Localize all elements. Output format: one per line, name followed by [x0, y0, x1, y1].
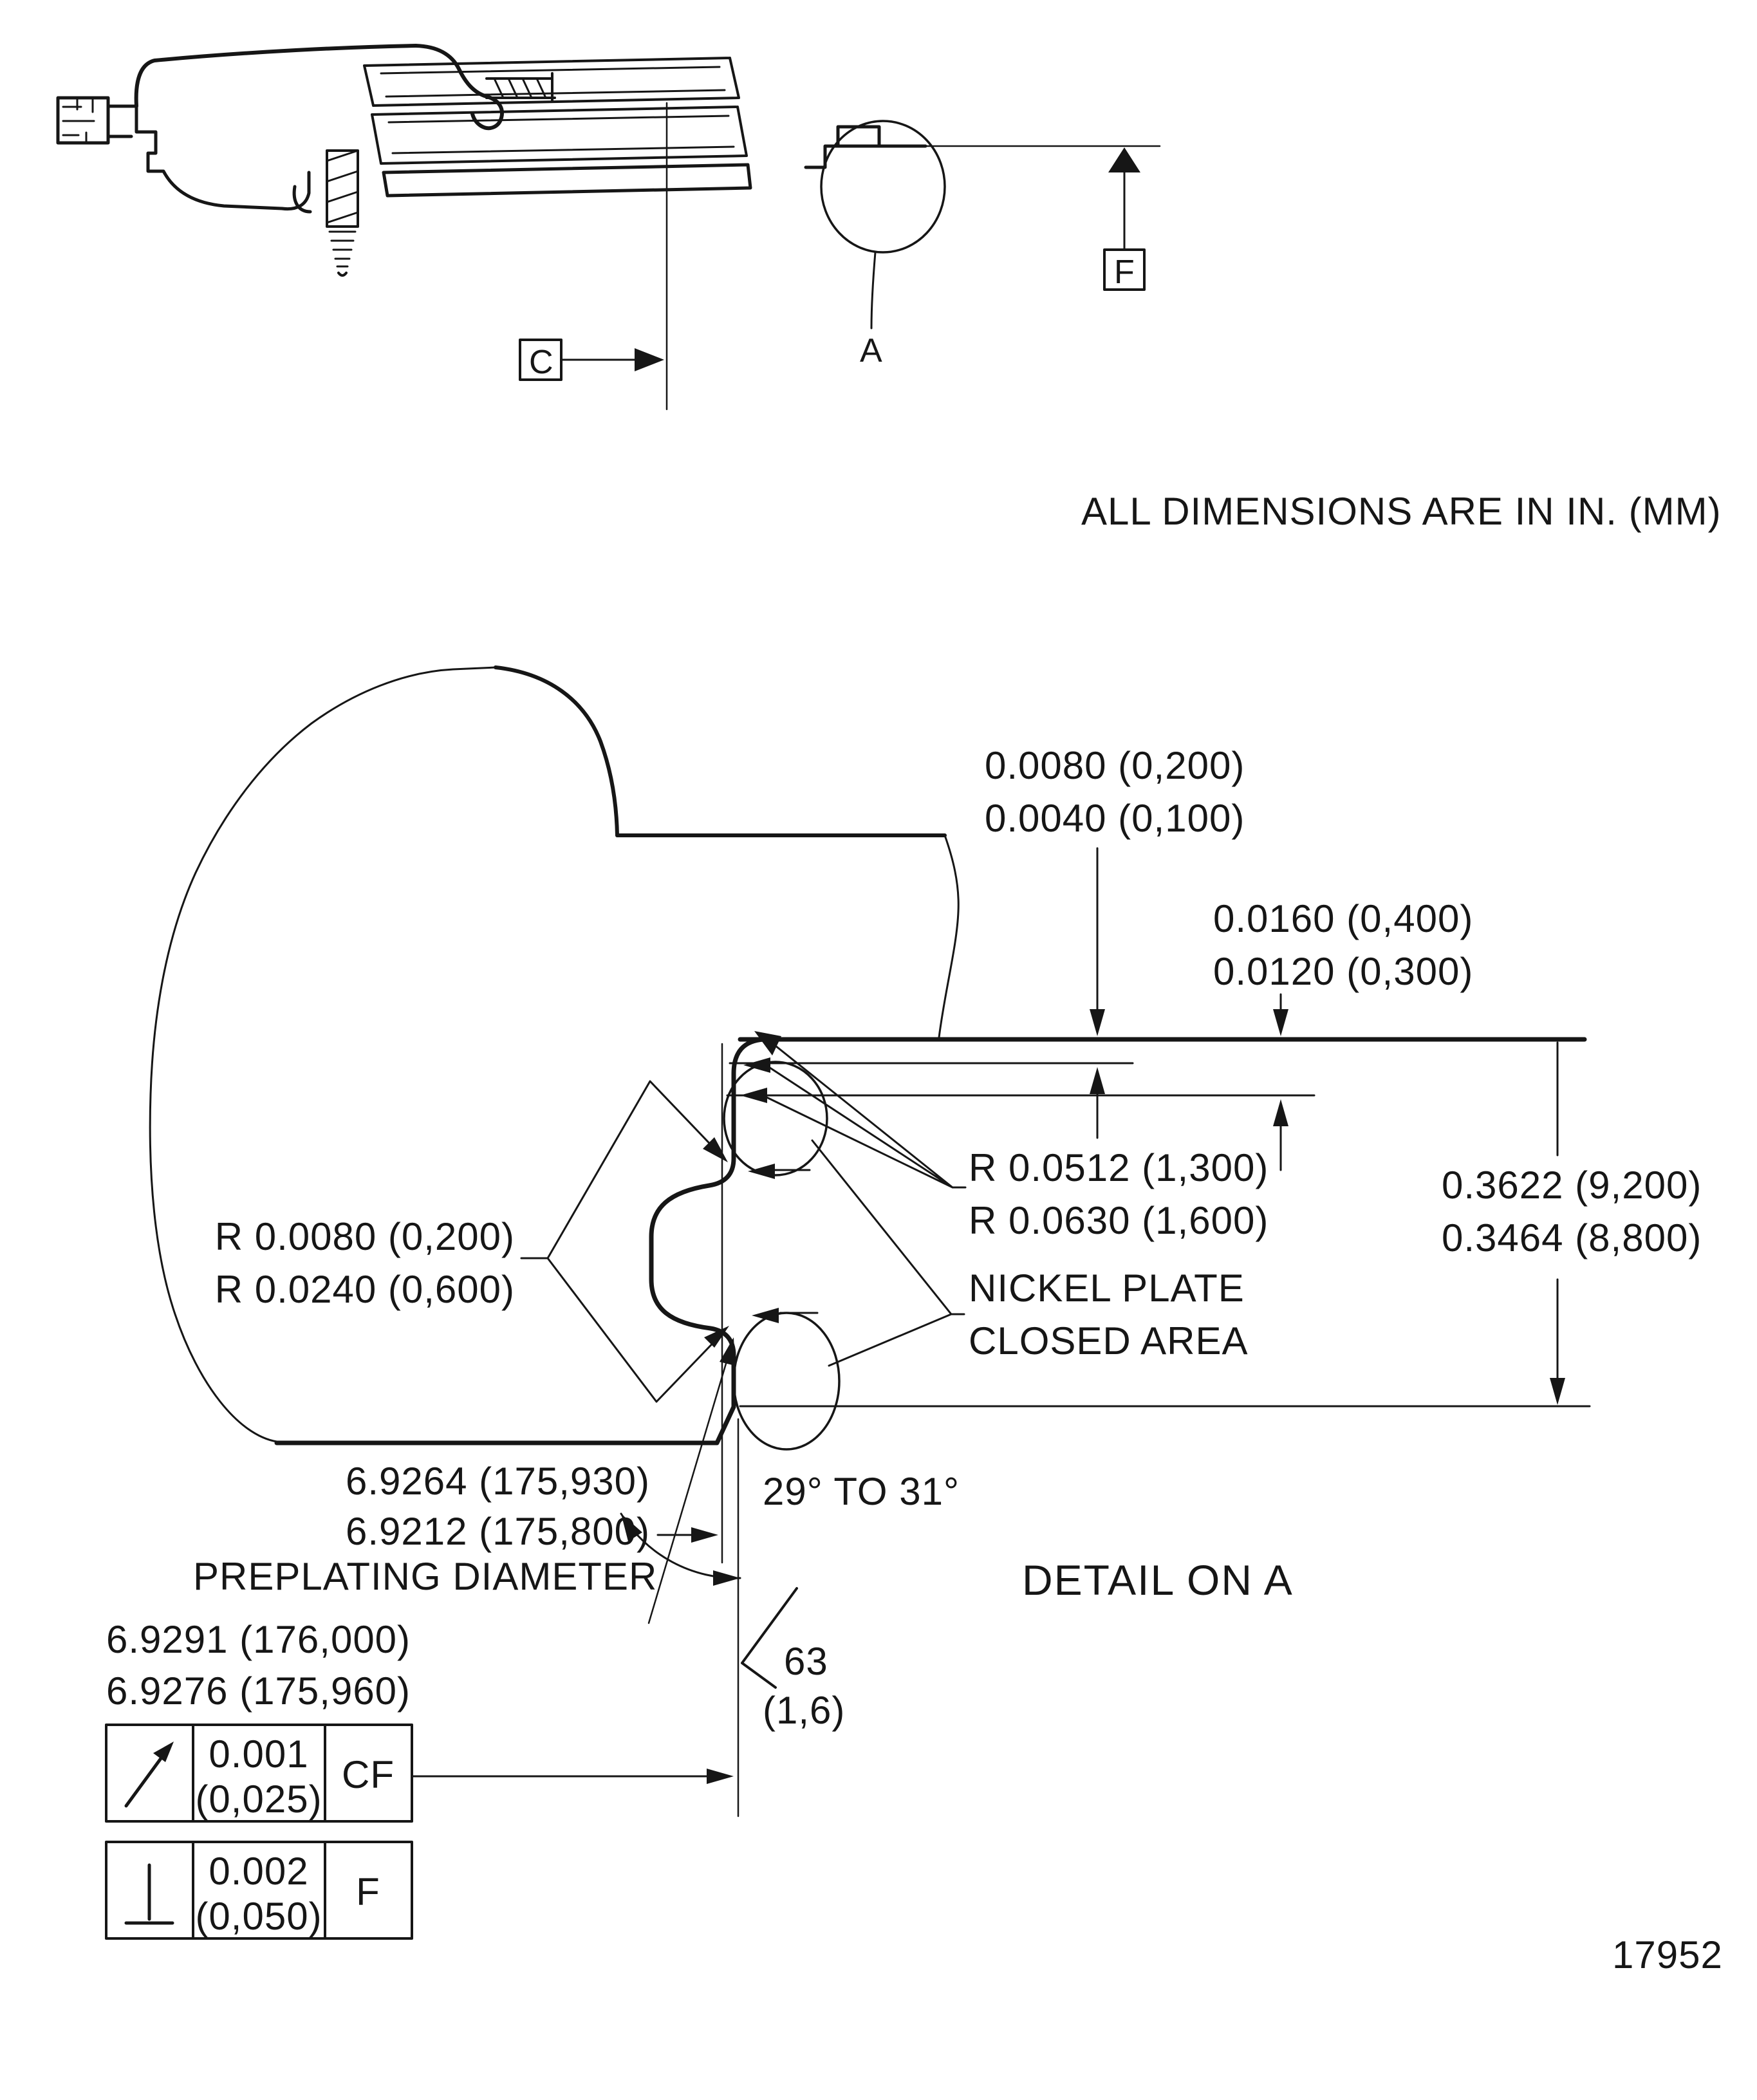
callout-groove-radius: R 0.0080 (0,200) R 0.0240 (0,600): [215, 1080, 819, 1403]
corner-radius-line1: R 0.0512 (1,300): [969, 1146, 1269, 1189]
corner-radius-line2: R 0.0630 (1,600): [969, 1199, 1269, 1242]
preplating-line1: 6.9264 (175,930): [346, 1460, 650, 1503]
runout-arrow-icon: [124, 1751, 167, 1808]
units-note: ALL DIMENSIONS ARE IN IN. (MM): [1081, 490, 1722, 533]
groove-depth-line1: 0.3622 (9,200): [1442, 1164, 1702, 1207]
groove-radius-line1: R 0.0080 (0,200): [215, 1215, 515, 1258]
callout-corner-radius: R 0.0512 (1,300) R 0.0630 (1,600): [740, 1031, 1269, 1242]
fcf-runout: 0.001 (0,025) CF: [105, 1724, 734, 1823]
fcf2-tolerance: 0.002: [209, 1850, 308, 1893]
fcf1-tolerance-mm: (0,025): [195, 1778, 322, 1821]
datum-f-triangle: [1108, 147, 1140, 172]
closed-area-circle-lower: [732, 1312, 841, 1451]
hatched-stud: [326, 149, 359, 277]
dim-plating-top: 0.0080 (0,200) 0.0040 (0,100): [985, 744, 1245, 1139]
nickel-note-line1: NICKEL PLATE: [969, 1267, 1245, 1310]
break-line-right: [938, 834, 960, 1039]
fcf1-tolerance: 0.001: [209, 1733, 308, 1776]
preplating-line2: 6.9212 (175,800): [346, 1510, 650, 1553]
rim-flange: [485, 72, 556, 103]
rim-channel: [363, 57, 752, 198]
dim-plating-face-line2: 0.0120 (0,300): [1213, 950, 1473, 993]
fcf2-tolerance-mm: (0,050): [195, 1895, 322, 1938]
surface-finish-value: 63: [784, 1640, 828, 1683]
profile-path: [274, 1037, 767, 1445]
dim-groove-depth: 0.3622 (9,200) 0.3464 (8,800): [1442, 1041, 1702, 1405]
figure-number: 17952: [1612, 1933, 1723, 1976]
top-section-view: C A F: [56, 44, 1161, 411]
fcf2-datum: F: [356, 1870, 380, 1913]
datum-c-arrowhead: [635, 348, 664, 371]
detail-title: DETAIL ON A: [1022, 1556, 1294, 1604]
datum-f-flag-box: [1103, 248, 1146, 291]
datum-f-label: F: [1114, 254, 1135, 291]
datum-f-callout: F: [924, 145, 1161, 291]
datum-c-label: C: [529, 344, 554, 381]
preplating-label: PREPLATING DIAMETER: [193, 1555, 657, 1598]
dim-plating-face-line1: 0.0160 (0,400): [1213, 897, 1473, 940]
dim-plating-top-line1: 0.0080 (0,200): [985, 744, 1245, 787]
cove-surface: [494, 665, 619, 837]
surface-finish-check-icon: [741, 1587, 798, 1689]
dim-plating-face: 0.0160 (0,400) 0.0120 (0,300): [1213, 897, 1473, 1171]
chamfer-angle-label: 29° TO 31°: [763, 1470, 960, 1513]
groove-depth-line2: 0.3464 (8,800): [1442, 1216, 1702, 1259]
fcf-perpendicularity: 0.002 (0,050) F: [105, 1841, 413, 1940]
finished-dia-line2: 6.9276 (175,960): [106, 1669, 411, 1713]
finished-dia-line1: 6.9291 (176,000): [106, 1618, 411, 1661]
datum-c-callout: C: [519, 102, 668, 411]
left-flange: [56, 96, 138, 145]
wheel-body-outline: [134, 44, 504, 214]
balloon-a-circle: [820, 120, 946, 254]
perpendicularity-icon: [124, 1863, 174, 1925]
dim-finished-diameter: 6.9291 (176,000) 6.9276 (175,960): [106, 1618, 411, 1713]
body-break-outline: [149, 666, 497, 1443]
detail-balloon-a: A: [804, 120, 946, 369]
detail-view: 0.0080 (0,200) 0.0040 (0,100) 0.0160 (0,…: [105, 665, 1702, 1940]
surface-finish-symbol: 63 (1,6): [741, 1587, 845, 1732]
dim-plating-top-line2: 0.0040 (0,100): [985, 797, 1245, 840]
fcf1-datum: CF: [342, 1753, 395, 1796]
dim-chamfer-angle: 29° TO 31°: [620, 1337, 960, 1624]
closed-area-circle-upper: [723, 1061, 828, 1176]
dim-preplating-diameter: 6.9264 (175,930) 6.9212 (175,800) PREPLA…: [193, 1460, 718, 1598]
callout-nickel-plate: NICKEL PLATE CLOSED AREA: [811, 1139, 1249, 1367]
balloon-a-label: A: [860, 332, 883, 369]
groove-radius-line2: R 0.0240 (0,600): [215, 1268, 515, 1311]
nickel-note-line2: CLOSED AREA: [969, 1319, 1249, 1362]
surface-finish-value-mm: (1,6): [763, 1689, 845, 1732]
